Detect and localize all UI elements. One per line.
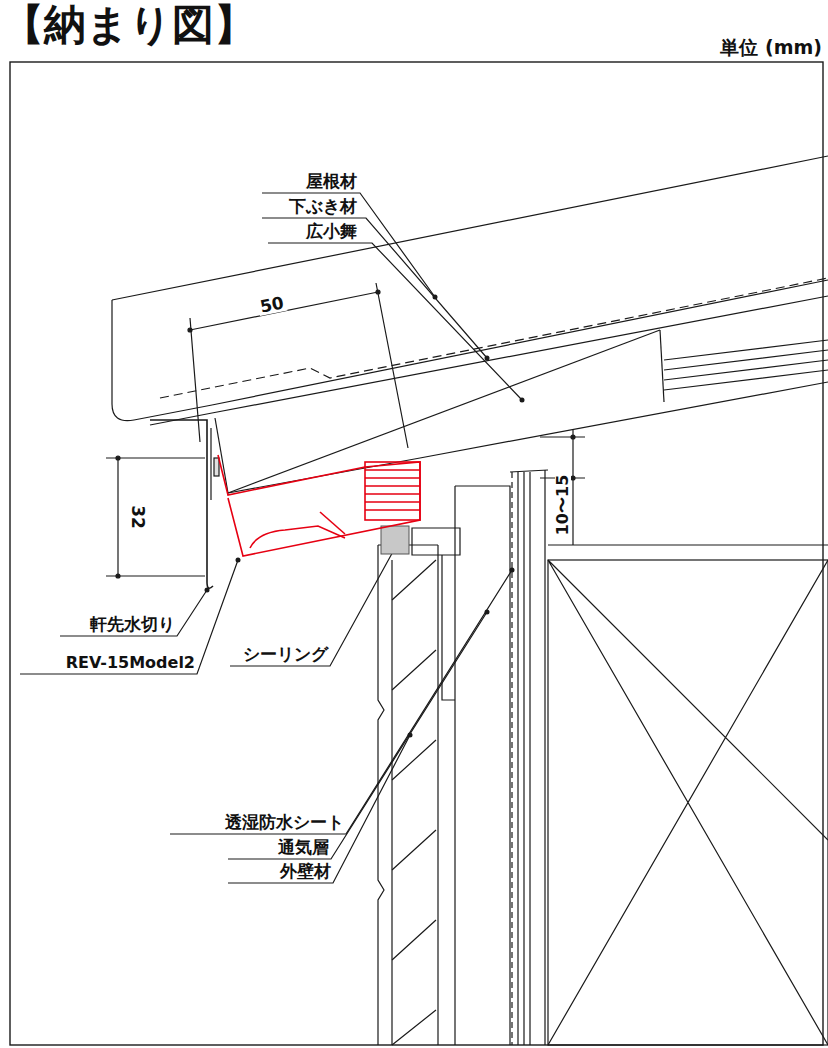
part-name: 外壁材 (280, 863, 331, 880)
part-name: 広小舞 (306, 223, 357, 240)
part-name: シーリング (243, 646, 328, 663)
part-name: 屋根材 (306, 173, 357, 190)
part-name: 下ぶき材 (289, 198, 357, 215)
dimension: 32 (129, 503, 146, 531)
product-name: REV-15Model2 (66, 655, 195, 671)
dimension: 50 (257, 294, 288, 316)
dimension: 10〜15 (555, 473, 571, 538)
drawing-title: 【納まり図】 (2, 4, 256, 46)
part-name: 透湿防水シート (225, 814, 344, 831)
part-name: 通気層 (278, 839, 329, 856)
unit-note: 単位 (mm) (720, 38, 822, 57)
part-name: 軒先水切り (90, 616, 175, 633)
